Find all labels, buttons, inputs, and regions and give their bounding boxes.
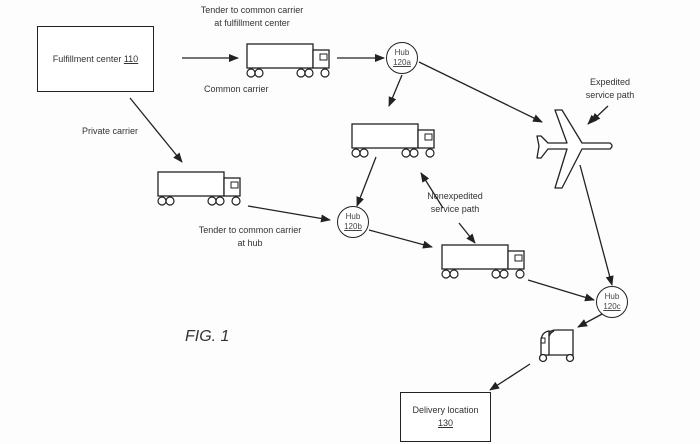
hub-name: Hub bbox=[604, 292, 620, 301]
delivery-van-icon bbox=[538, 329, 575, 363]
hub-120b: Hub 120b bbox=[337, 206, 369, 238]
hub-120c: Hub 120c bbox=[596, 286, 628, 318]
node-name: Delivery location bbox=[412, 405, 479, 415]
hub-ref: 120a bbox=[393, 58, 411, 67]
label-line: service path bbox=[585, 90, 635, 100]
hub-120a: Hub 120a bbox=[386, 42, 418, 74]
label-line: service path bbox=[430, 204, 480, 214]
hub-ref: 120c bbox=[603, 302, 621, 311]
label-line: at hub bbox=[237, 238, 263, 248]
delivery-location-box: Delivery location 130 bbox=[400, 392, 491, 442]
node-ref: 110 bbox=[123, 53, 139, 64]
truck-icon bbox=[246, 43, 330, 78]
fulfillment-center-box: Fulfillment center 110 bbox=[37, 26, 154, 92]
truck-icon bbox=[157, 171, 241, 206]
truck-icon bbox=[351, 123, 435, 158]
private-carrier-label: Private carrier bbox=[82, 126, 139, 136]
label-line: at fulfillment center bbox=[214, 18, 290, 28]
common-carrier-label: Common carrier bbox=[204, 84, 269, 94]
truck-icon bbox=[441, 244, 525, 279]
tender-fc-label: Tender to common carrier at fulfillment … bbox=[192, 4, 312, 30]
node-ref: 130 bbox=[437, 418, 454, 428]
label-line: Expedited bbox=[589, 77, 631, 87]
nonexpedited-path-label: Nonexpedited service path bbox=[420, 190, 490, 216]
node-name: Fulfillment center bbox=[52, 53, 122, 64]
hub-ref: 120b bbox=[344, 222, 362, 231]
airplane-icon bbox=[536, 109, 613, 189]
label-line: Nonexpedited bbox=[427, 191, 483, 201]
label-line: Tender to common carrier bbox=[198, 225, 302, 235]
hub-name: Hub bbox=[345, 212, 361, 221]
fulfillment-center-label: Fulfillment center 110 bbox=[53, 53, 138, 66]
tender-hub-label: Tender to common carrier at hub bbox=[195, 224, 305, 250]
label-line: Tender to common carrier bbox=[200, 5, 304, 15]
figure-label: FIG. 1 bbox=[185, 328, 230, 345]
hub-name: Hub bbox=[394, 48, 410, 57]
expedited-path-label: Expedited service path bbox=[580, 76, 640, 102]
